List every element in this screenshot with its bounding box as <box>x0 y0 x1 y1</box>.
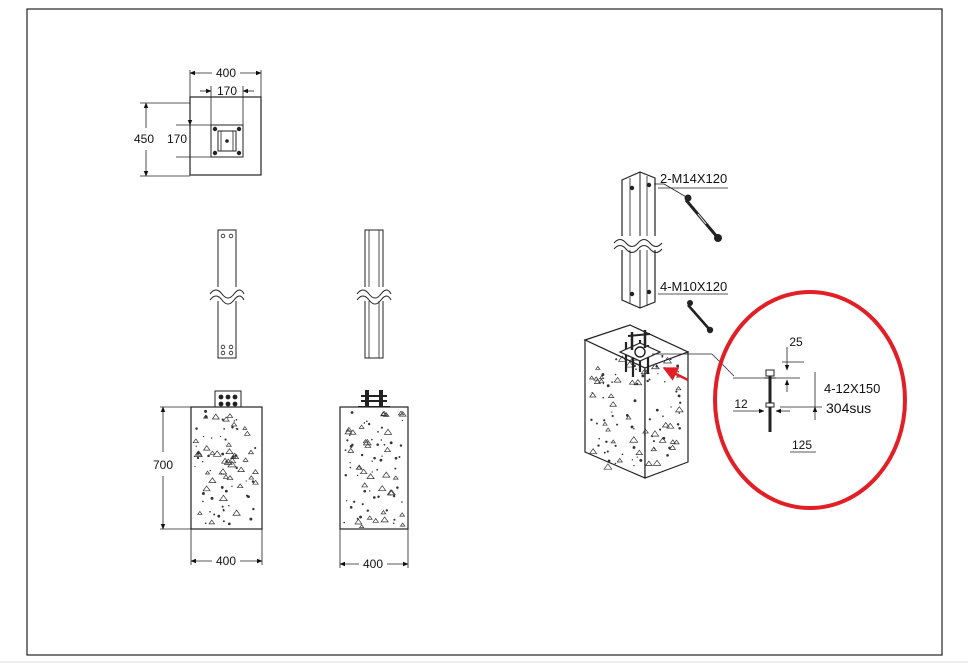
detail-dim-bottom: 125 <box>792 438 812 452</box>
bolt-m10-icon <box>687 300 714 334</box>
plan-view: 400 170 450 170 <box>134 66 262 177</box>
detail-dim-top: 25 <box>789 335 803 349</box>
concrete-speckle <box>192 409 259 526</box>
detail-anchor-spec: 4-12X150 <box>824 381 880 396</box>
detail-highlight-circle <box>713 290 907 510</box>
plan-inner-height-dim: 170 <box>167 132 187 146</box>
foundation-left-width-dim: 400 <box>216 554 236 568</box>
foundation-front-elevation: 700 400 <box>153 390 263 568</box>
concrete-speckle <box>343 410 407 529</box>
sheet-border <box>26 8 943 656</box>
callout-bolt-top: 2-M14X120 <box>660 171 727 186</box>
concrete-speckle <box>588 353 684 470</box>
foundation-height-dim: 700 <box>153 458 173 472</box>
foundation-side-elevation: 400 <box>339 390 409 571</box>
plan-height-dim: 450 <box>134 132 154 146</box>
detail-pointer-arrow <box>662 366 689 382</box>
plan-width-dim: 400 <box>216 66 236 80</box>
isometric-view: 2-M14X120 4-M10X120 <box>583 171 735 479</box>
anchor-detail: 25 12 125 4-12X150 304sus <box>713 290 907 510</box>
plan-inner-width-dim: 170 <box>217 84 237 98</box>
post-front-view <box>209 229 245 359</box>
post-side-view <box>356 229 392 359</box>
callout-bolt-bottom: 4-M10X120 <box>660 279 727 294</box>
detail-dim-left: 12 <box>734 397 748 411</box>
detail-material: 304sus <box>826 400 871 416</box>
foundation-right-width-dim: 400 <box>363 557 383 571</box>
bolt-m14-icon <box>684 194 722 242</box>
